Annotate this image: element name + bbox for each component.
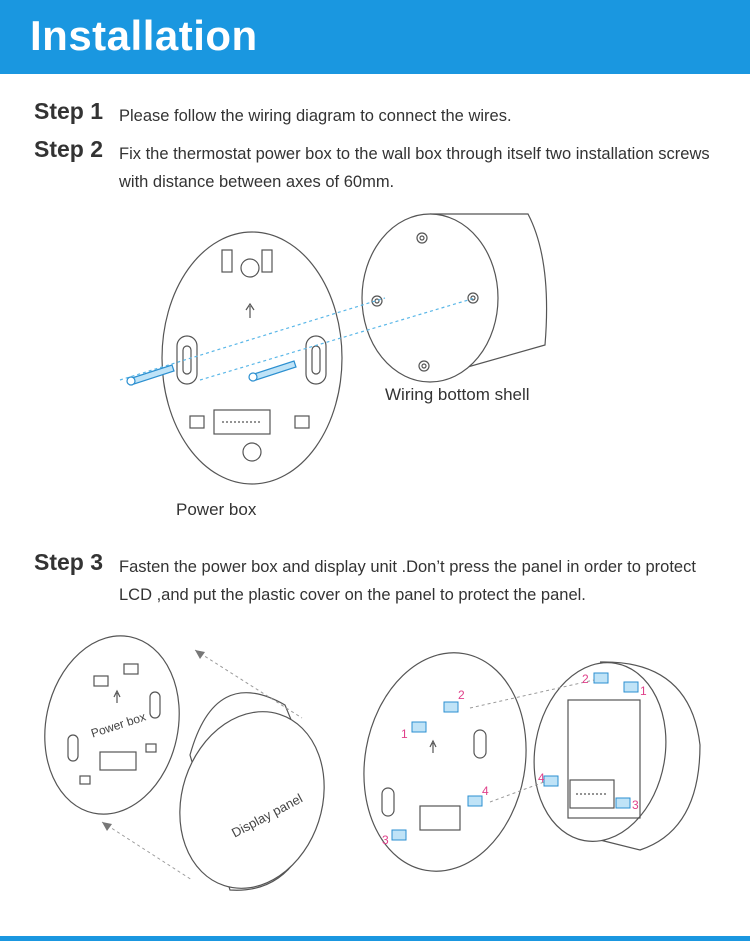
marker-label-3: 3	[382, 833, 389, 847]
wiring-shell-caption: Wiring bottom shell	[385, 385, 530, 404]
step-2: Step 2 Fix the thermostat power box to t…	[34, 136, 724, 196]
step-2-text: Fix the thermostat power box to the wall…	[119, 145, 710, 191]
display-back-illustration	[533, 661, 701, 851]
wiring-bottom-shell-illustration	[361, 213, 548, 383]
marker-label-4b: 4	[538, 771, 545, 785]
arrow-head-icon	[102, 822, 112, 831]
screw-icon	[248, 360, 297, 382]
arrow-head-icon	[195, 650, 205, 659]
display-panel-illustration	[179, 692, 325, 891]
marker-label-2: 2	[458, 688, 465, 702]
footer-bar	[0, 936, 750, 941]
header-bar: Installation	[0, 0, 750, 74]
step-3: Step 3 Fasten the power box and display …	[34, 549, 724, 609]
marker-label-1: 1	[401, 727, 408, 741]
marker-label-2b: 2	[582, 672, 589, 686]
axis-line-upper	[119, 297, 386, 381]
step-2-label: Step 2	[34, 136, 104, 162]
marker-label-1b: 1	[640, 684, 647, 698]
screw-icon	[126, 364, 175, 386]
connector-markers	[391, 672, 639, 841]
step-1-text: Please follow the wiring diagram to conn…	[119, 107, 512, 125]
power-box-illustration	[161, 231, 343, 485]
step-3-label: Step 3	[34, 549, 104, 575]
step-1-label: Step 1	[34, 98, 104, 124]
marker-label-4: 4	[482, 784, 489, 798]
step-1: Step 1 Please follow the wiring diagram …	[34, 98, 724, 128]
marker-label-3b: 3	[632, 798, 639, 812]
power-box-disc-illustration	[44, 635, 180, 815]
step-3-text: Fasten the power box and display unit .D…	[119, 558, 696, 604]
power-box-caption: Power box	[176, 500, 257, 519]
power-box-front-illustration	[363, 652, 527, 872]
page-title: Installation	[30, 12, 258, 59]
